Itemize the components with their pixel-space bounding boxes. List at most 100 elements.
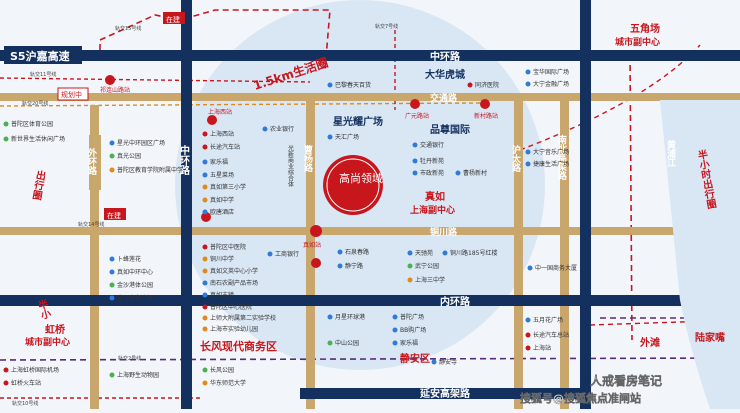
svg-text:真如第三小学: 真如第三小学 [210, 183, 246, 191]
road-hutai [514, 100, 523, 409]
svg-text:大宁音乐广场: 大宁音乐广场 [533, 148, 569, 156]
district-boundary-south [589, 319, 740, 326]
svg-text:BB购广场: BB购广场 [400, 326, 426, 334]
line-tag-10: 轨交10号线 [12, 400, 38, 407]
svg-text:祁连山路站: 祁连山路站 [100, 86, 130, 94]
svg-text:虹桥火车站: 虹桥火车站 [11, 379, 41, 387]
svg-text:交通银行: 交通银行 [420, 141, 444, 149]
badge-zaijian-left [104, 208, 126, 220]
svg-text:真如站: 真如站 [303, 241, 321, 249]
poi-list-center: 巴黎春天百货 天汇广场 同济医院 交通银行 牡丹新苑 市政新苑 曹杨新村 石泉春… [327, 81, 499, 366]
svg-text:石泉春路: 石泉春路 [345, 248, 369, 256]
svg-text:南北高架路: 南北高架路 [556, 134, 568, 181]
svg-text:南石农副产品市场: 南石农副产品市场 [210, 279, 258, 287]
svg-text:真如中环中心: 真如中环中心 [117, 268, 153, 276]
badge-guihua [57, 87, 89, 101]
svg-text:光新商业综合体: 光新商业综合体 [287, 144, 294, 188]
svg-text:巴黎春天百货: 巴黎春天百货 [335, 81, 371, 89]
metro-marker-caoyang[interactable] [311, 258, 321, 268]
svg-text:长风公园: 长风公园 [210, 366, 234, 374]
svg-text:真如中学: 真如中学 [210, 196, 234, 204]
road-label-inner-ring: 内环路 [440, 295, 471, 308]
road-east-ring [580, 0, 591, 409]
metro-marker-qilian[interactable]: 祁连山路站 [100, 75, 130, 94]
district-changfeng: 长风现代商务区 [200, 339, 277, 353]
svg-text:武宁公园: 武宁公园 [415, 262, 439, 270]
road-jiaotong [0, 93, 740, 101]
line-tag-14: 轨交14号线 [78, 221, 104, 228]
river-label-huangpu: 黄浦江 [665, 139, 676, 168]
road-label-waihuan-vertical: 外环路 [86, 135, 101, 190]
huangpu-river [660, 100, 740, 409]
label-bg-s5 [4, 46, 82, 64]
badge-guihua-text: 规划中 [61, 90, 82, 99]
svg-text:牡丹新苑: 牡丹新苑 [420, 157, 444, 165]
svg-text:欧唐酒店: 欧唐酒店 [210, 208, 234, 216]
svg-text:同济医院: 同济医院 [475, 81, 499, 89]
road-label-s5: S5沪嘉高速 [10, 49, 70, 63]
metro-marker-guangyuan[interactable]: 广元路站 [405, 99, 429, 120]
svg-text:家乐福: 家乐福 [210, 158, 228, 166]
svg-text:天驰苑: 天驰苑 [415, 249, 433, 257]
svg-text:真光公园: 真光公园 [117, 152, 141, 160]
district-hongqiao: 虹桥 [45, 323, 66, 336]
road-label-jiaotong: 交通路 [430, 92, 458, 104]
svg-text:长途汽车站: 长途汽车站 [210, 143, 240, 151]
rail-line-2 [0, 357, 740, 361]
landmark-dahua: 大华虎城 [425, 68, 465, 81]
svg-text:上海市实验幼儿园: 上海市实验幼儿园 [210, 325, 258, 333]
svg-text:静宁路: 静宁路 [345, 262, 363, 270]
poi-list-right: 宝华国际广场 大宁金融广场 大宁音乐广场 捷康生活广场 中一国商务大厦 五月花广… [525, 68, 577, 352]
metro-marker-tongchuan-left[interactable] [201, 212, 211, 222]
svg-text:新世界生活休闲广场: 新世界生活休闲广场 [11, 135, 65, 143]
svg-text:农业银行: 农业银行 [270, 125, 294, 133]
svg-text:金沙商务广场: 金沙商务广场 [117, 294, 153, 302]
svg-text:真如文英中心小学: 真如文英中心小学 [210, 267, 258, 275]
road-label-middle-ring-left-vertical: 中环路 [178, 144, 190, 176]
district-jingan: 静安区 [400, 352, 430, 365]
road-inner-ring [0, 295, 740, 306]
watermark-line1: 人戒看房笔记 [590, 373, 662, 388]
svg-text:星光中环园区广场: 星光中环园区广场 [117, 139, 165, 147]
metro-line-11 [0, 77, 311, 83]
svg-text:普陀区体育公园: 普陀区体育公园 [11, 120, 53, 128]
project-marker[interactable] [323, 155, 383, 215]
svg-text:宝华国际广场: 宝华国际广场 [533, 68, 569, 76]
svg-text:华东师范大学: 华东师范大学 [210, 379, 246, 387]
road-label-caoyang-vertical: 曹杨路 [302, 144, 313, 173]
svg-text:中环路: 中环路 [178, 144, 190, 176]
svg-text:静安寺: 静安寺 [439, 358, 457, 366]
svg-text:上海三中学: 上海三中学 [415, 276, 445, 284]
road-label-yanan: 延安高架路 [419, 387, 471, 400]
metro-marker-shanghai-west[interactable]: 上海西站 [207, 108, 232, 125]
road-nanbei [560, 100, 569, 409]
metro-marker-xincun[interactable]: 新村路站 [474, 99, 498, 120]
svg-text:工商银行: 工商银行 [275, 250, 299, 258]
svg-text:铜川路185号红楼: 铜川路185号红楼 [450, 249, 497, 257]
line-tag-7: 轨交7号线 [375, 23, 398, 30]
svg-text:大宁金融广场: 大宁金融广场 [533, 80, 569, 88]
svg-text:上海虹桥国际机场: 上海虹桥国际机场 [11, 366, 59, 374]
district-zhenru: 真如 [425, 190, 445, 203]
svg-text:卜蜂莲花: 卜蜂莲花 [117, 255, 141, 263]
svg-text:捷康生活广场: 捷康生活广场 [533, 160, 569, 168]
watermark-line2: 搜狐号@搜狐焦点准闸站 [520, 391, 641, 405]
district-waitan: 外滩 [639, 336, 660, 349]
svg-text:长途汽车总站: 长途汽车总站 [533, 331, 569, 339]
svg-text:新村路站: 新村路站 [474, 112, 498, 120]
svg-text:真如古镇: 真如古镇 [210, 291, 234, 299]
poi-list-left: 普陀区体育公园 新世界生活休闲广场 星光中环园区广场 真光公园 普陀区教育学院附… [3, 120, 183, 387]
metro-marker-zhenru[interactable]: 真如站 [303, 225, 322, 249]
svg-text:普陀区中心医院: 普陀区中心医院 [210, 303, 252, 311]
svg-text:月星环球港: 月星环球港 [335, 313, 365, 321]
landmark-pinzun: 品尊国际 [430, 123, 470, 136]
district-lujiazui: 陆家嘴 [695, 331, 725, 344]
road-yanan [300, 388, 580, 399]
road-label-hutai-vertical: 沪太路 [510, 144, 522, 173]
road-caoyang [306, 100, 315, 409]
svg-text:铜川中学: 铜川中学 [210, 255, 234, 263]
svg-text:普陀广场: 普陀广场 [400, 313, 424, 321]
svg-text:曹杨路: 曹杨路 [302, 144, 313, 173]
badge-zaijian-top-text: 在建 [166, 15, 180, 24]
